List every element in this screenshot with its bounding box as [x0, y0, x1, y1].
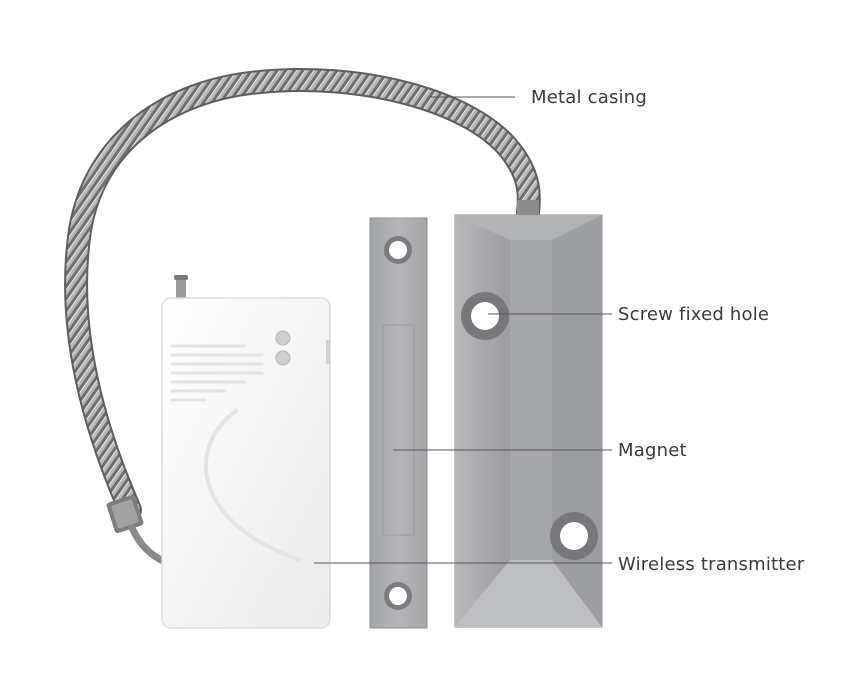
metal-casing-label: Metal casing	[531, 87, 647, 108]
metal-casing-icon	[64, 68, 541, 566]
sensor-block-icon	[454, 214, 603, 628]
wireless-transmitter-icon	[161, 275, 331, 629]
screw-fixed-hole-label: Screw fixed hole	[618, 304, 770, 325]
leader-lines	[314, 96, 612, 564]
magnet-label: Magnet	[618, 440, 687, 461]
wireless-transmitter-label: Wireless transmitter	[618, 554, 805, 575]
magnet-icon	[369, 217, 428, 629]
